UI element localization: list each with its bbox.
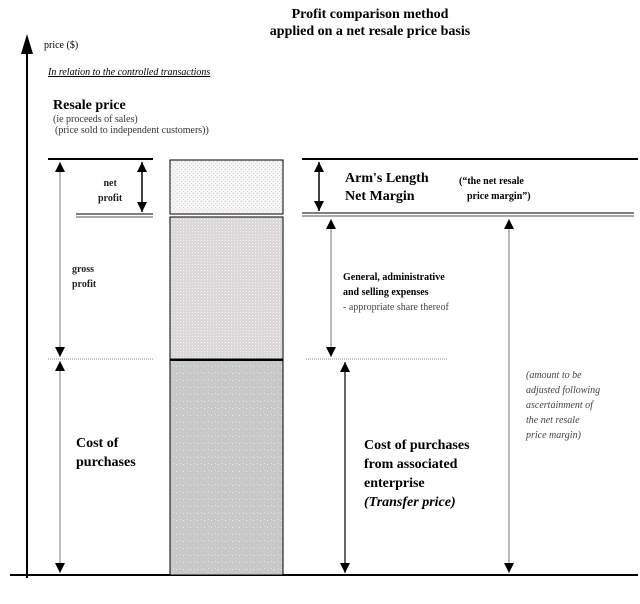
resale-price-title: Resale price (53, 98, 126, 113)
gae-line-2: and selling expenses (343, 287, 429, 298)
bar-segment-net-profit (169, 159, 284, 215)
cost-right-line-1: Cost of purchases (364, 438, 470, 453)
note-line-1: (amount to be (526, 370, 582, 381)
bar-segment-cost-of-purchases (169, 359, 284, 576)
cost-right-line-3: enterprise (364, 476, 425, 491)
resale-price-sub-1: (ie proceeds of sales) (53, 114, 138, 125)
axis-label: price ($) (44, 40, 79, 51)
resale-price-block: Resale price (ie proceeds of sales) (pri… (53, 98, 209, 136)
title-line-2: applied on a net resale price basis (269, 24, 471, 39)
cost-left-line-2: purchases (76, 455, 136, 470)
title-line-1: Profit comparison method (291, 7, 449, 22)
cost-left-line-1: Cost of (76, 436, 119, 451)
nrpm-line-1: (“the net resale (459, 176, 524, 187)
note-line-2: adjusted following (526, 385, 601, 396)
note-line-3: ascertainment of (526, 400, 593, 411)
transfer-price-label: Cost of purchases from associated enterp… (364, 436, 470, 512)
note-line-5: price margin) (526, 430, 581, 441)
net-profit-label: net profit (98, 176, 122, 206)
note-line-4: the net resale (526, 415, 580, 426)
adjustment-note: (amount to be adjusted following ascerta… (526, 368, 600, 443)
price-axis-arrowhead (21, 34, 33, 54)
arms-length-net-margin-label: Arm's Length Net Margin (345, 170, 429, 206)
gross-profit-label: gross profit (72, 262, 96, 292)
expenses-label: General, administrative and selling expe… (343, 270, 449, 315)
nrpm-line-2: price margin”) (467, 191, 531, 202)
gross-profit-line-2: profit (72, 279, 97, 290)
context-label: In relation to the controlled transactio… (48, 67, 211, 78)
diagram-title: Profit comparison method applied on a ne… (0, 6, 640, 40)
cost-right-line-4: (Transfer price) (364, 495, 456, 510)
alnm-line-2: Net Margin (345, 189, 415, 204)
resale-price-sub-2: (price sold to independent customers)) (55, 125, 209, 136)
alnm-line-1: Arm's Length (345, 171, 429, 186)
gross-profit-line-1: gross (72, 264, 95, 275)
cost-right-line-2: from associated (364, 457, 458, 472)
cost-of-purchases-label-left: Cost of purchases (76, 434, 136, 472)
bar-segment-expenses (169, 216, 284, 360)
gae-line-3: - appropriate share thereof (343, 302, 449, 313)
net-resale-price-margin-label: (“the net resale price margin”) (459, 174, 531, 204)
net-profit-line-1: net (103, 178, 117, 189)
net-profit-line-2: profit (98, 193, 123, 204)
gae-line-1: General, administrative (343, 272, 445, 283)
